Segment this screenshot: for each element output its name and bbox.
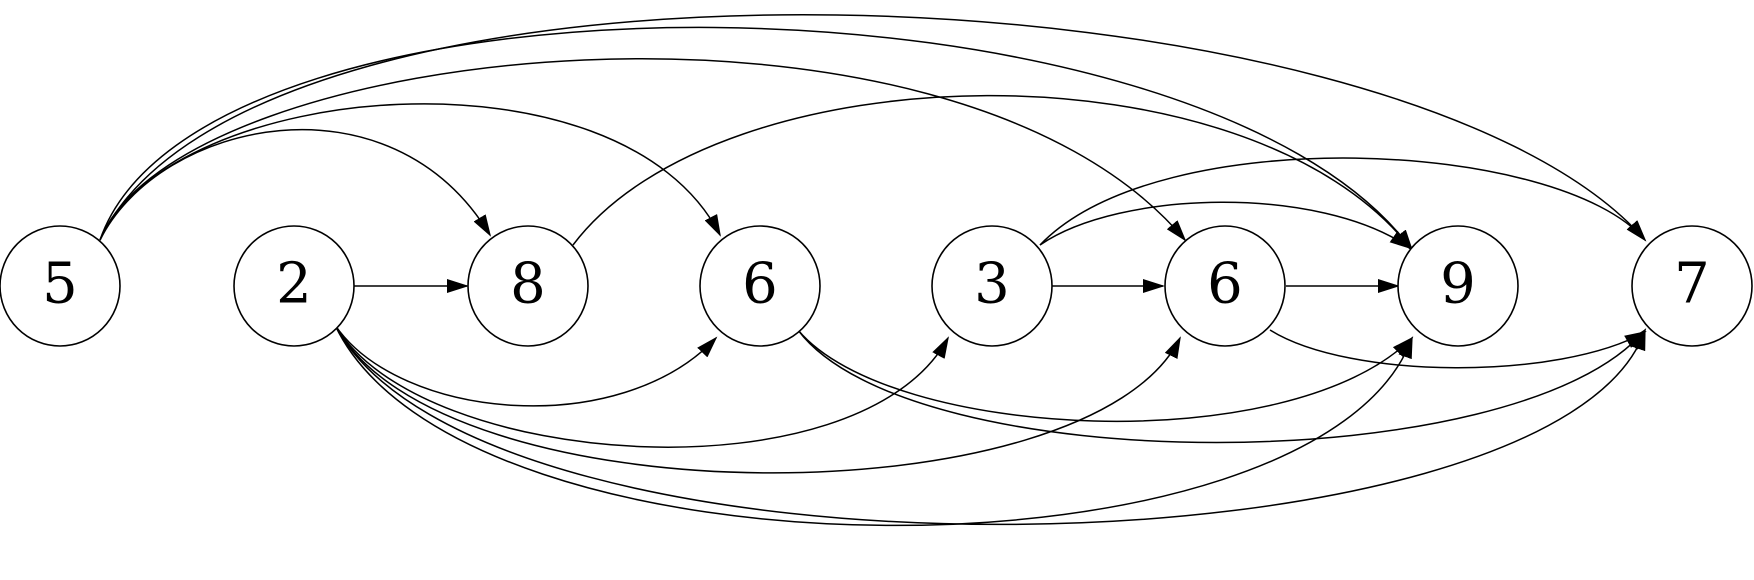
nodes: 5 2 8 6 3 6 9 7 <box>0 225 1753 347</box>
edge-n5-n8 <box>1039 157 1647 246</box>
edge-n4-n7 <box>797 329 1414 423</box>
node-n5: 3 <box>931 225 1053 347</box>
edge-n2-n4 <box>334 324 718 407</box>
edge-n2-n7 <box>334 324 1413 527</box>
node-circle <box>1397 225 1519 347</box>
node-label: 8 <box>510 252 546 317</box>
node-n2: 2 <box>233 225 355 347</box>
node-n3: 8 <box>467 225 589 347</box>
edges <box>99 14 1647 527</box>
edge-n1-n8 <box>99 14 1647 242</box>
edge-n2-n6 <box>334 324 1181 474</box>
edge-n1-n7 <box>99 26 1414 252</box>
node-label: 5 <box>42 252 78 317</box>
edge-n2-n8 <box>334 324 1646 526</box>
node-label: 2 <box>276 252 312 317</box>
node-label: 6 <box>1207 252 1243 317</box>
node-circle <box>467 225 589 347</box>
node-circle <box>0 225 121 347</box>
node-n7: 9 <box>1397 225 1519 347</box>
edge-n2-n5 <box>334 324 949 448</box>
edge-n1-n6 <box>99 58 1187 242</box>
node-label: 6 <box>742 252 778 317</box>
node-n4: 6 <box>699 225 821 347</box>
node-n1: 5 <box>0 225 121 347</box>
edge-n5-n7 <box>1039 201 1412 250</box>
node-n6: 6 <box>1164 225 1286 347</box>
node-label: 9 <box>1440 252 1476 317</box>
node-label: 7 <box>1674 252 1710 317</box>
edge-n6-n8 <box>1269 329 1647 369</box>
edge-n4-n8 <box>797 328 1647 444</box>
node-circle <box>1164 225 1286 347</box>
node-n8: 7 <box>1631 225 1753 347</box>
node-label: 3 <box>974 252 1010 317</box>
node-circle <box>1631 225 1753 347</box>
node-circle <box>931 225 1053 347</box>
edge-n1-n3 <box>99 128 492 241</box>
node-circle <box>233 225 355 347</box>
edge-n1-n4 <box>99 103 721 241</box>
edge-n3-n7 <box>572 94 1414 252</box>
node-circle <box>699 225 821 347</box>
